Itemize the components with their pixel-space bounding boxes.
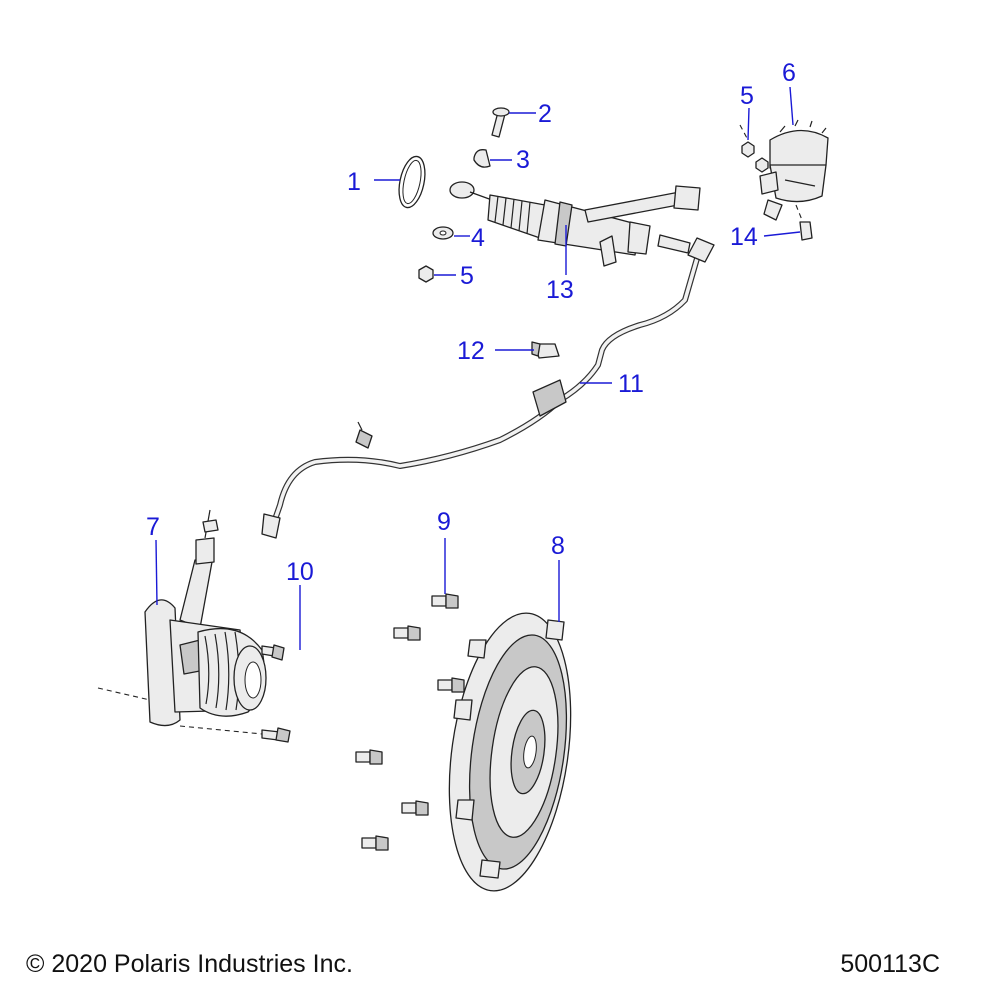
slave-bolts: [179, 644, 291, 743]
callout-2[interactable]: 2: [538, 100, 552, 128]
bolt-14: [799, 221, 813, 241]
bolt-2: [491, 107, 510, 138]
callout-11[interactable]: 11: [618, 370, 644, 398]
copyright-notice: © 2020 Polaris Industries Inc.: [26, 950, 353, 978]
reservoir: [739, 119, 829, 241]
line-fitting-upper: [687, 237, 715, 263]
callout-9[interactable]: 9: [437, 508, 451, 536]
line-fitting-lower: [261, 513, 281, 539]
callout-1[interactable]: 1: [347, 168, 361, 196]
drawing-number: 500113C: [840, 950, 940, 978]
master-cylinder: [449, 181, 701, 267]
nut-5-lower: [418, 265, 434, 283]
callout-5-lower[interactable]: 5: [460, 262, 474, 290]
nut-5-upper: [741, 141, 755, 158]
callout-14[interactable]: 14: [730, 223, 758, 251]
callout-8[interactable]: 8: [551, 532, 565, 560]
callouts: 1 2 3 4 5 5 6 7 8 9 10 11 12 13 14: [146, 59, 796, 586]
slave-cylinder: [97, 509, 267, 727]
line-tag: [532, 379, 567, 417]
bleeder-12: [531, 341, 560, 359]
callout-4[interactable]: 4: [471, 224, 485, 252]
callout-5-upper[interactable]: 5: [740, 82, 754, 110]
o-ring: [398, 155, 426, 209]
clutch-pressure-plate: [448, 612, 572, 892]
callout-6[interactable]: 6: [782, 59, 796, 87]
washer-4: [432, 226, 454, 240]
callout-13[interactable]: 13: [546, 276, 574, 304]
hydraulic-line: [261, 234, 715, 539]
callout-10[interactable]: 10: [286, 558, 314, 586]
leader-lines: [155, 86, 801, 650]
bushing-3: [473, 149, 491, 168]
callout-3[interactable]: 3: [516, 146, 530, 174]
clutch-bolts: [355, 593, 465, 851]
callout-7[interactable]: 7: [146, 513, 160, 541]
callout-12[interactable]: 12: [457, 337, 485, 365]
